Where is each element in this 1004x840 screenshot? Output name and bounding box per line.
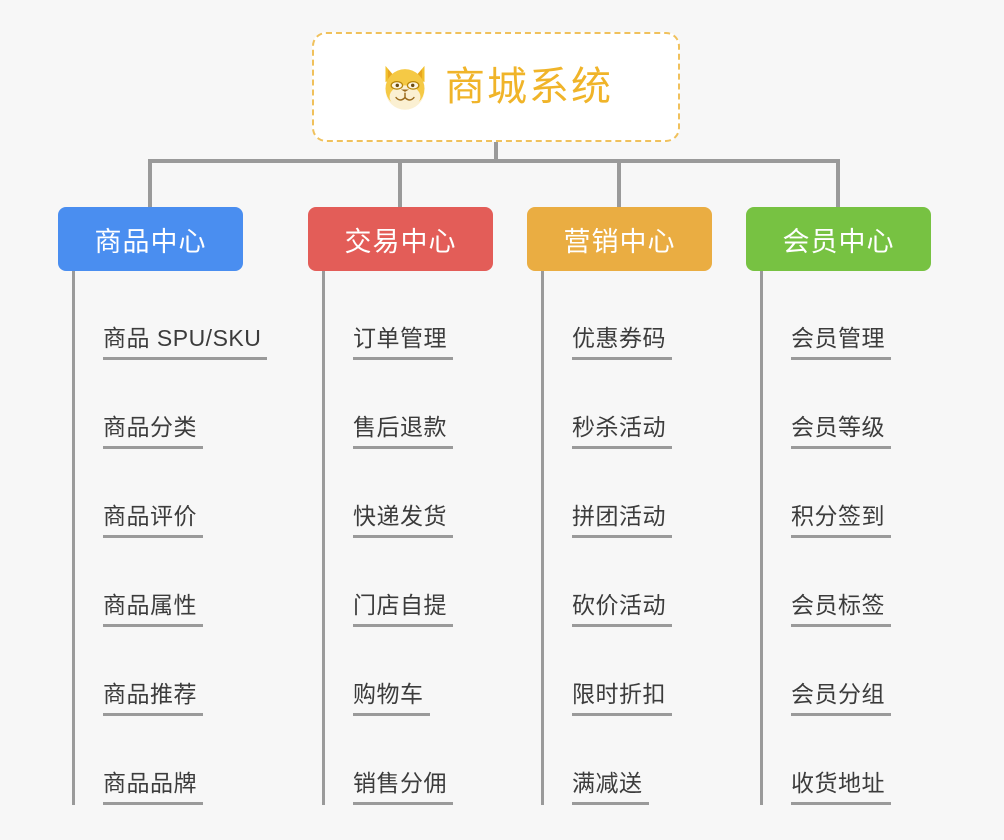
leaf-item[interactable]: 会员分组 (763, 627, 996, 716)
leaf-item[interactable]: 会员管理 (763, 271, 996, 360)
leaf-item[interactable]: 收货地址 (763, 716, 996, 805)
category-header-label: 会员中心 (782, 226, 895, 257)
leaf-item[interactable]: 销售分佣 (325, 716, 558, 805)
leaf-item[interactable]: 满减送 (544, 716, 777, 805)
leaf-label: 商品品牌 (103, 770, 203, 805)
leaf-label: 秒杀活动 (572, 414, 672, 449)
leaf-item[interactable]: 优惠券码 (544, 271, 777, 360)
connector-drop-1 (148, 159, 152, 207)
leaf-item[interactable]: 门店自提 (325, 538, 558, 627)
connector-drop-4 (836, 159, 840, 207)
leaf-item[interactable]: 商品评价 (75, 449, 308, 538)
leaf-item[interactable]: 购物车 (325, 627, 558, 716)
leaf-item[interactable]: 秒杀活动 (544, 360, 777, 449)
leaf-label: 订单管理 (353, 325, 453, 360)
category-column-marketing: 营销中心 优惠券码 秒杀活动 拼团活动 砍价活动 限时折扣 满减送 (527, 207, 777, 805)
leaf-item[interactable]: 会员标签 (763, 538, 996, 627)
leaf-list-product: 商品 SPU/SKU 商品分类 商品评价 商品属性 商品推荐 商品品牌 (72, 271, 308, 805)
leaf-label: 售后退款 (353, 414, 453, 449)
category-header-marketing[interactable]: 营销中心 (527, 207, 712, 271)
leaf-label: 快递发货 (353, 503, 453, 538)
category-column-trade: 交易中心 订单管理 售后退款 快递发货 门店自提 购物车 销售分佣 (308, 207, 558, 805)
leaf-label: 购物车 (353, 681, 430, 716)
leaf-label: 收货地址 (791, 770, 891, 805)
connector-root-stub (494, 142, 498, 161)
leaf-label: 会员等级 (791, 414, 891, 449)
leaf-label: 商品属性 (103, 592, 203, 627)
leaf-list-trade: 订单管理 售后退款 快递发货 门店自提 购物车 销售分佣 (322, 271, 558, 805)
connector-horizontal-bus (150, 159, 840, 163)
category-header-product[interactable]: 商品中心 (58, 207, 243, 271)
connector-drop-2 (398, 159, 402, 207)
leaf-item[interactable]: 会员等级 (763, 360, 996, 449)
category-column-product: 商品中心 商品 SPU/SKU 商品分类 商品评价 商品属性 商品推荐 商品品牌 (58, 207, 308, 805)
leaf-label: 商品评价 (103, 503, 203, 538)
leaf-item[interactable]: 拼团活动 (544, 449, 777, 538)
root-node[interactable]: 商城系统 (312, 32, 680, 142)
leaf-label: 商品推荐 (103, 681, 203, 716)
leaf-item[interactable]: 售后退款 (325, 360, 558, 449)
leaf-label: 会员管理 (791, 325, 891, 360)
shiba-dog-icon (385, 65, 425, 110)
leaf-item[interactable]: 限时折扣 (544, 627, 777, 716)
root-title: 商城系统 (445, 65, 613, 109)
leaf-label: 限时折扣 (572, 681, 672, 716)
leaf-list-member: 会员管理 会员等级 积分签到 会员标签 会员分组 收货地址 (760, 271, 996, 805)
category-header-label: 交易中心 (344, 226, 457, 257)
category-header-label: 商品中心 (94, 226, 207, 257)
leaf-item[interactable]: 商品分类 (75, 360, 308, 449)
leaf-label: 商品分类 (103, 414, 203, 449)
leaf-label: 优惠券码 (572, 325, 672, 360)
category-column-member: 会员中心 会员管理 会员等级 积分签到 会员标签 会员分组 收货地址 (746, 207, 996, 805)
leaf-item[interactable]: 快递发货 (325, 449, 558, 538)
leaf-label: 拼团活动 (572, 503, 672, 538)
leaf-item[interactable]: 商品推荐 (75, 627, 308, 716)
leaf-label: 商品 SPU/SKU (103, 325, 268, 360)
leaf-label: 积分签到 (791, 503, 891, 538)
leaf-label: 满减送 (572, 770, 649, 805)
leaf-item[interactable]: 砍价活动 (544, 538, 777, 627)
leaf-item[interactable]: 商品 SPU/SKU (75, 271, 308, 360)
leaf-item[interactable]: 商品属性 (75, 538, 308, 627)
leaf-label: 销售分佣 (353, 770, 453, 805)
category-header-label: 营销中心 (563, 226, 676, 257)
connector-drop-3 (617, 159, 621, 207)
leaf-label: 会员标签 (791, 592, 891, 627)
leaf-label: 砍价活动 (572, 592, 672, 627)
leaf-item[interactable]: 商品品牌 (75, 716, 308, 805)
leaf-label: 会员分组 (791, 681, 891, 716)
leaf-label: 门店自提 (353, 592, 453, 627)
category-header-trade[interactable]: 交易中心 (308, 207, 493, 271)
leaf-list-marketing: 优惠券码 秒杀活动 拼团活动 砍价活动 限时折扣 满减送 (541, 271, 777, 805)
leaf-item[interactable]: 积分签到 (763, 449, 996, 538)
leaf-item[interactable]: 订单管理 (325, 271, 558, 360)
category-header-member[interactable]: 会员中心 (746, 207, 931, 271)
